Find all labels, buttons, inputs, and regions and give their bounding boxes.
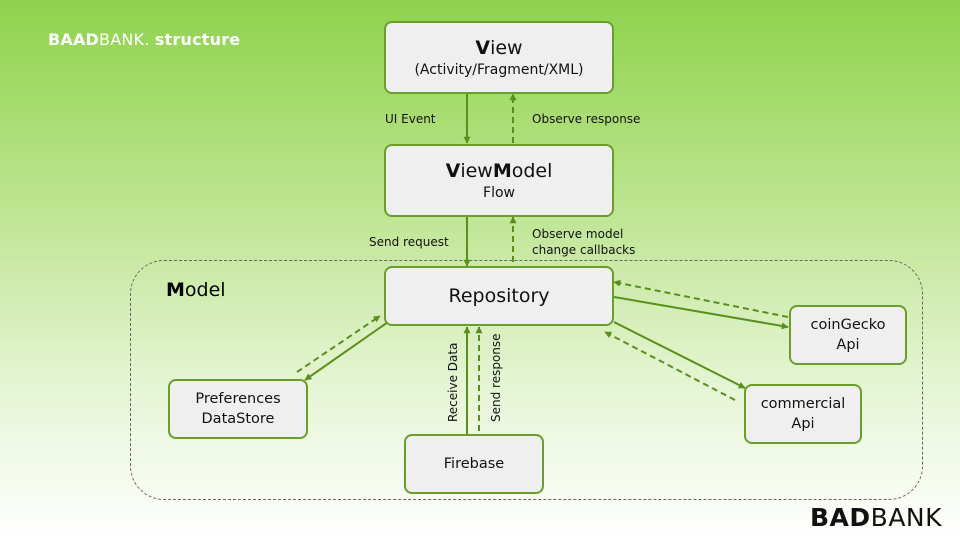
view-subtitle: (Activity/Fragment/XML) <box>414 61 584 78</box>
title-text: structure <box>154 30 241 49</box>
viewmodel-node: ViewModel Flow <box>384 144 614 217</box>
repo-to-preferences-arrow <box>304 321 389 381</box>
preferences-to-repo-arrow <box>296 315 381 373</box>
observe-response-label: Observe response <box>532 112 641 126</box>
observe-model-label: Observe model change callbacks <box>532 227 636 257</box>
send-response-label: Send response <box>489 333 503 422</box>
repo-to-commercial-arrow <box>613 321 746 389</box>
viewmodel-subtitle: Flow <box>483 184 515 201</box>
repository-node: Repository <box>384 266 614 326</box>
firebase-node: Firebase <box>404 434 544 494</box>
model-region <box>130 260 923 500</box>
model-label: Model <box>166 279 226 301</box>
baadbank-logo: BADBANK <box>810 503 943 532</box>
brand-regular: BANK. <box>99 30 150 49</box>
send-request-label: Send request <box>369 235 449 249</box>
commercial-to-repo-arrow <box>604 331 736 401</box>
repo-to-coingecko-arrow <box>613 296 789 330</box>
view-node: View (Activity/Fragment/XML) <box>384 21 614 94</box>
slide-title: BAADBANK. structure <box>48 30 240 49</box>
commercial-api-node: commercial Api <box>744 384 862 444</box>
coingecko-api-node: coinGecko Api <box>789 305 907 365</box>
preferences-datastore-node: Preferences DataStore <box>168 379 308 439</box>
receive-data-label: Receive Data <box>446 342 460 422</box>
brand-bold: BAAD <box>48 30 100 49</box>
ui-event-label: UI Event <box>385 112 436 126</box>
